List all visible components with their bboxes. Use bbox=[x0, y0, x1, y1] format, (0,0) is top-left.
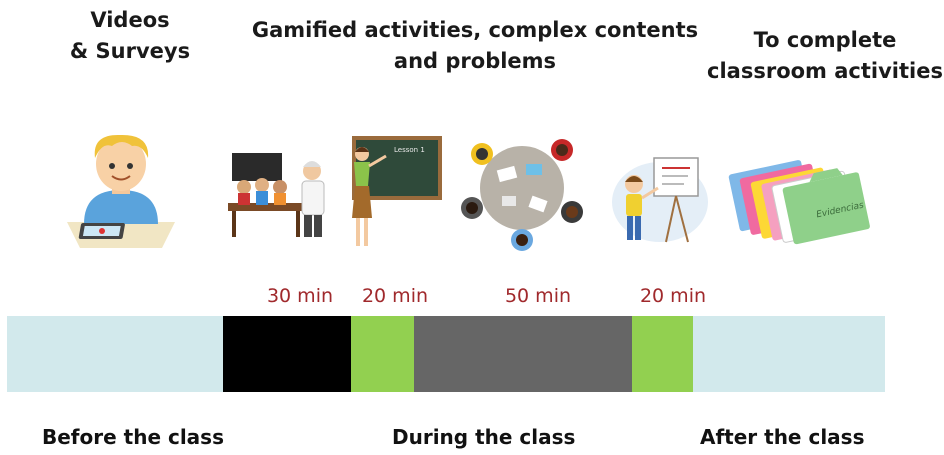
phase-label-after: After the class bbox=[700, 425, 865, 449]
header-after-class: To complete classroom activities bbox=[700, 25, 944, 87]
header-line: classroom activities bbox=[707, 59, 943, 83]
group-work-illustration bbox=[461, 139, 583, 251]
duration-label: 20 min bbox=[361, 285, 429, 307]
folders-illustration: Evidencias bbox=[728, 160, 870, 245]
presentation-illustration bbox=[612, 157, 708, 243]
duration-label: 30 min bbox=[266, 285, 334, 307]
timeline-bar bbox=[7, 316, 885, 392]
duration-label: 20 min bbox=[639, 285, 707, 307]
phase-label-during: During the class bbox=[392, 425, 576, 449]
timeline-segment-20min bbox=[351, 316, 414, 392]
header-line: Videos bbox=[90, 8, 170, 32]
header-line: To complete bbox=[753, 28, 897, 52]
timeline-segment-20min bbox=[632, 316, 693, 392]
duration-label: 50 min bbox=[504, 285, 572, 307]
timeline-segment-30min bbox=[223, 316, 351, 392]
timeline-segment-after bbox=[693, 316, 885, 392]
classroom-teacher-illustration bbox=[228, 153, 325, 237]
header-before-class: Videos & Surveys bbox=[30, 5, 230, 67]
phase-label-before: Before the class bbox=[42, 425, 224, 449]
timeline-segment-before bbox=[7, 316, 223, 392]
header-line: and problems bbox=[393, 49, 557, 73]
header-during-class: Gamified activities, complex contents an… bbox=[240, 15, 710, 77]
blackboard-teacher-illustration: Lesson 1 bbox=[352, 136, 442, 246]
blackboard-text: Lesson 1 bbox=[394, 146, 425, 154]
timeline-segment-50min bbox=[414, 316, 632, 392]
student-tablet-illustration bbox=[67, 134, 175, 248]
header-line: Gamified activities, complex contents bbox=[251, 18, 699, 42]
header-line: & Surveys bbox=[69, 39, 191, 63]
